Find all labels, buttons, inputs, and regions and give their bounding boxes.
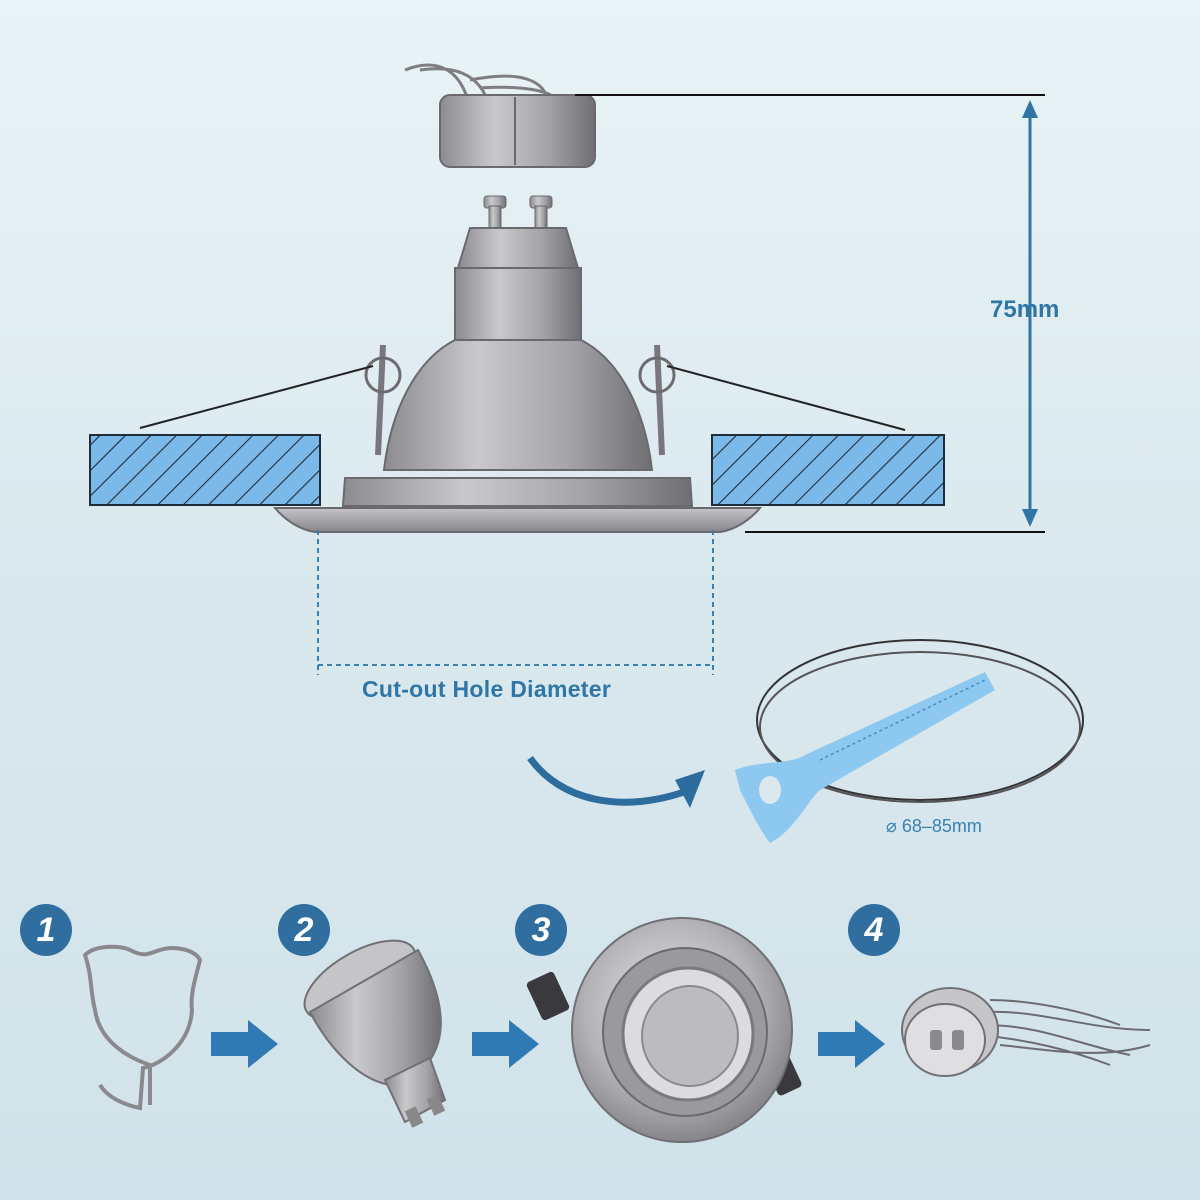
gu10-bulb-icon [303,939,447,1128]
step-arrow-2 [472,1020,539,1068]
downlight-ring-icon [526,917,802,1143]
downlight-fixture [139,63,906,533]
ceiling-left-hatch [89,434,321,506]
cutout-diameter-label: Cut-out Hole Diameter [362,676,612,702]
step-1-badge: 1 [20,904,72,956]
ceiling-section [89,434,945,506]
top-wires [404,63,562,109]
saw-icon [735,672,995,843]
curved-arrow-head [675,770,705,808]
cutout-hole-illustration [756,639,1084,803]
step-3-badge: 3 [515,904,567,956]
cutout-dimension [317,530,714,675]
spring-clip-icon [82,944,203,1111]
lamp-holder-top [439,94,596,168]
diameter-range-label: ⌀ 68–85mm [886,816,982,836]
ceiling-right-hatch [711,434,945,506]
height-dimension-label: 75mm [990,296,1060,323]
curved-arrow-icon [527,755,692,806]
step-arrow-3 [818,1020,885,1068]
step-arrow-1 [211,1020,278,1068]
step-2-badge: 2 [278,904,330,956]
step-4-badge: 4 [848,904,900,956]
height-dimension [575,94,1045,533]
lamp-holder-icon [901,987,1151,1077]
